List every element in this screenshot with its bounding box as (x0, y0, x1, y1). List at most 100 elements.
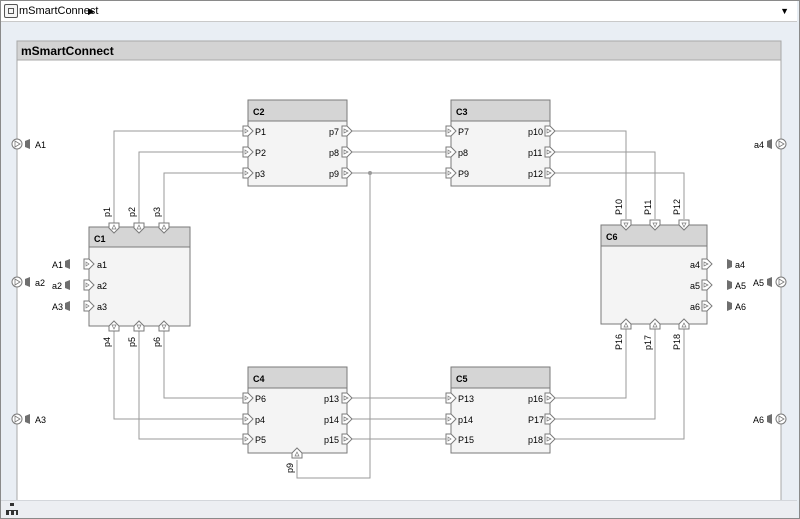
svg-text:A1: A1 (52, 260, 63, 270)
component-port-p5[interactable]: p5 (127, 320, 145, 347)
svg-text:p5: p5 (127, 337, 137, 347)
component-port-a6[interactable]: a6 A6 (690, 300, 746, 312)
svg-text:P13: P13 (458, 394, 474, 404)
svg-text:a2: a2 (97, 281, 107, 291)
port-label: a2 (35, 278, 45, 288)
dropdown-arrow-icon[interactable]: ▼ (780, 6, 789, 16)
component-C2[interactable]: C2 P1 P2 p3 p7 p8 p9 (242, 99, 353, 187)
component-C4[interactable]: C4 P6 p4 P5 p13 p14 p15 (242, 366, 353, 473)
connection-p12-P12 (555, 172, 685, 219)
svg-text:p15: p15 (324, 435, 339, 445)
svg-text:a5: a5 (690, 281, 700, 291)
svg-text:C5: C5 (456, 374, 468, 384)
architecture-port-left-A3[interactable]: A3 (11, 413, 46, 425)
component-port-p3-in[interactable]: p3 (242, 167, 265, 179)
model-icon[interactable] (4, 4, 18, 18)
svg-text:A3: A3 (52, 302, 63, 312)
svg-text:P2: P2 (255, 148, 266, 158)
component-port-p14[interactable]: p14 (324, 413, 353, 425)
component-port-p14-in[interactable]: p14 (445, 413, 473, 425)
connection-p2-P2 (138, 151, 243, 223)
component-port-p2[interactable]: p2 (127, 207, 145, 234)
connection-p3-p3 (163, 172, 243, 223)
svg-text:p18: p18 (528, 435, 543, 445)
breadcrumb-arrow-icon[interactable]: ▶ (88, 6, 95, 16)
component-port-p7[interactable]: p7 (329, 125, 353, 137)
component-port-p3[interactable]: p3 (152, 207, 170, 234)
component-port-P5[interactable]: P5 (242, 433, 266, 445)
component-port-a2[interactable]: a2 a2 (52, 279, 107, 291)
connection-p5-P5 (138, 331, 243, 440)
component-port-p13[interactable]: p13 (324, 392, 353, 404)
component-port-P6[interactable]: P6 (242, 392, 266, 404)
component-port-p9[interactable]: p9 (329, 167, 353, 179)
connection-p10-P10 (555, 130, 627, 219)
component-C1[interactable]: C1 p1 p2 p3 A1 a1 a2 (52, 207, 191, 347)
component-C3[interactable]: C3 P7 p8 P9 p10 p11 p12 (445, 99, 556, 187)
component-port-p1[interactable]: p1 (102, 207, 120, 234)
component-port-p12[interactable]: p12 (528, 167, 556, 179)
component-port-a4[interactable]: a4 a4 (690, 258, 745, 270)
component-port-P16[interactable]: P16 (614, 318, 632, 350)
component-port-p17[interactable]: p17 (643, 318, 661, 350)
component-port-p8[interactable]: p8 (329, 146, 353, 158)
svg-text:p10: p10 (528, 127, 543, 137)
architecture-port-left-a2[interactable]: a2 (11, 276, 45, 288)
component-port-P9[interactable]: P9 (445, 167, 469, 179)
svg-text:p9: p9 (285, 463, 295, 473)
component-port-P18[interactable]: P18 (672, 318, 690, 350)
component-port-p9-in[interactable]: p9 (285, 447, 303, 473)
svg-text:P1: P1 (255, 127, 266, 137)
component-port-P15[interactable]: P15 (445, 433, 474, 445)
component-port-p6[interactable]: p6 (152, 320, 170, 347)
architecture-port-right-a4[interactable]: a4 (754, 138, 787, 150)
svg-text:P9: P9 (458, 169, 469, 179)
component-port-P12[interactable]: P12 (672, 199, 690, 231)
connection-p11-P11 (555, 151, 656, 219)
architecture-port-right-A5[interactable]: A5 (753, 276, 787, 288)
component-port-p18[interactable]: p18 (528, 433, 556, 445)
component-port-P7[interactable]: P7 (445, 125, 469, 137)
architecture-title: mSmartConnect (21, 44, 114, 58)
port-label: A6 (753, 415, 764, 425)
component-port-P10[interactable]: P10 (614, 199, 632, 231)
breadcrumb[interactable]: mSmartConnect (19, 5, 99, 17)
svg-text:P7: P7 (458, 127, 469, 137)
svg-text:a4: a4 (690, 260, 700, 270)
component-C6[interactable]: C6 P10 P11 P12 a4 a4 a5 (600, 199, 746, 350)
connection-p9-branch (296, 173, 371, 479)
svg-text:p13: p13 (324, 394, 339, 404)
component-port-p15[interactable]: p15 (324, 433, 353, 445)
architecture-port-right-A6[interactable]: A6 (753, 413, 787, 425)
svg-text:p6: p6 (152, 337, 162, 347)
svg-text:a4: a4 (735, 260, 745, 270)
svg-text:P17: P17 (528, 415, 544, 425)
hierarchy-icon[interactable] (5, 503, 19, 515)
component-port-p10[interactable]: p10 (528, 125, 556, 137)
svg-text:p3: p3 (152, 207, 162, 217)
component-C5[interactable]: C5 P13 p14 P15 p16 P17 p18 (445, 366, 556, 454)
component-port-p8-in[interactable]: p8 (445, 146, 468, 158)
component-port-P1[interactable]: P1 (242, 125, 266, 137)
component-port-p4-in[interactable]: p4 (242, 413, 265, 425)
svg-text:p16: p16 (528, 394, 543, 404)
architecture-port-left-A1[interactable]: A1 (11, 138, 46, 150)
component-port-a5[interactable]: a5 A5 (690, 279, 746, 291)
component-port-P13[interactable]: P13 (445, 392, 474, 404)
component-port-p11[interactable]: p11 (528, 146, 556, 158)
svg-text:A6: A6 (735, 302, 746, 312)
component-port-p4[interactable]: p4 (102, 320, 120, 347)
svg-text:P10: P10 (614, 199, 624, 215)
connections (113, 130, 685, 479)
svg-text:p17: p17 (643, 335, 653, 350)
connection-p16-P16 (555, 328, 627, 399)
component-port-P2[interactable]: P2 (242, 146, 266, 158)
component-port-P11[interactable]: P11 (643, 200, 661, 231)
component-port-a1[interactable]: A1 a1 (52, 258, 107, 270)
status-strip (1, 500, 797, 518)
component-port-P17[interactable]: P17 (528, 413, 556, 425)
svg-text:P15: P15 (458, 435, 474, 445)
port-label: A1 (35, 140, 46, 150)
component-port-p16[interactable]: p16 (528, 392, 556, 404)
component-port-a3[interactable]: A3 a3 (52, 300, 107, 312)
